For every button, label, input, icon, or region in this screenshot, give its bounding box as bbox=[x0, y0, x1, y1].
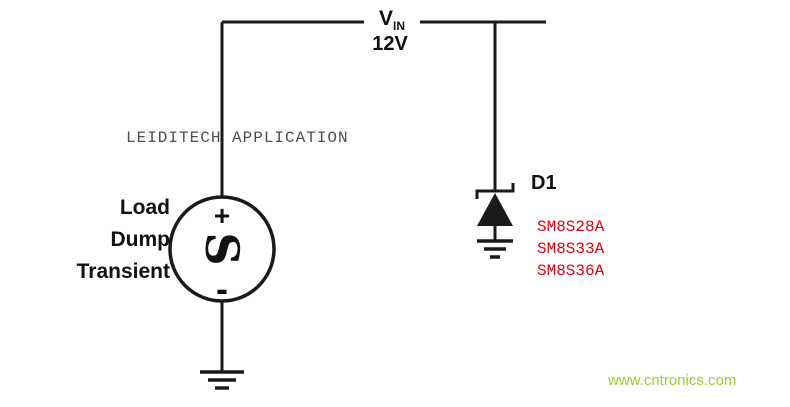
vin-subscript: IN bbox=[393, 19, 405, 34]
part-number: SM8S33A bbox=[537, 240, 605, 258]
diode-triangle bbox=[477, 193, 513, 226]
diode-cathode-bar bbox=[475, 183, 515, 199]
source-caption-line1: Load bbox=[119, 196, 170, 219]
watermark-text: LEIDITECH APPLICATION bbox=[126, 129, 349, 147]
source-caption-line2: Dump bbox=[110, 228, 171, 251]
part-number: SM8S28A bbox=[537, 218, 605, 236]
diode-reference: D1 bbox=[531, 172, 557, 194]
vin-value: 12V bbox=[372, 33, 408, 55]
source-plus-sign: + bbox=[213, 200, 231, 231]
source-minus-sign: - bbox=[216, 268, 228, 309]
source-caption: Load Dump Transient bbox=[28, 192, 170, 288]
vin-main-text: V bbox=[378, 7, 393, 30]
site-watermark: www.cntronics.com bbox=[608, 372, 737, 389]
vin-label: VIN bbox=[364, 6, 420, 34]
ground-symbol-right bbox=[477, 239, 513, 259]
diode-part-numbers: SM8S28A SM8S33A SM8S36A bbox=[537, 216, 604, 282]
tvs-diode-symbol bbox=[475, 183, 515, 241]
source-caption-line3: Transient bbox=[76, 260, 170, 283]
part-number: SM8S36A bbox=[537, 262, 605, 280]
ground-symbol-left bbox=[200, 370, 244, 390]
